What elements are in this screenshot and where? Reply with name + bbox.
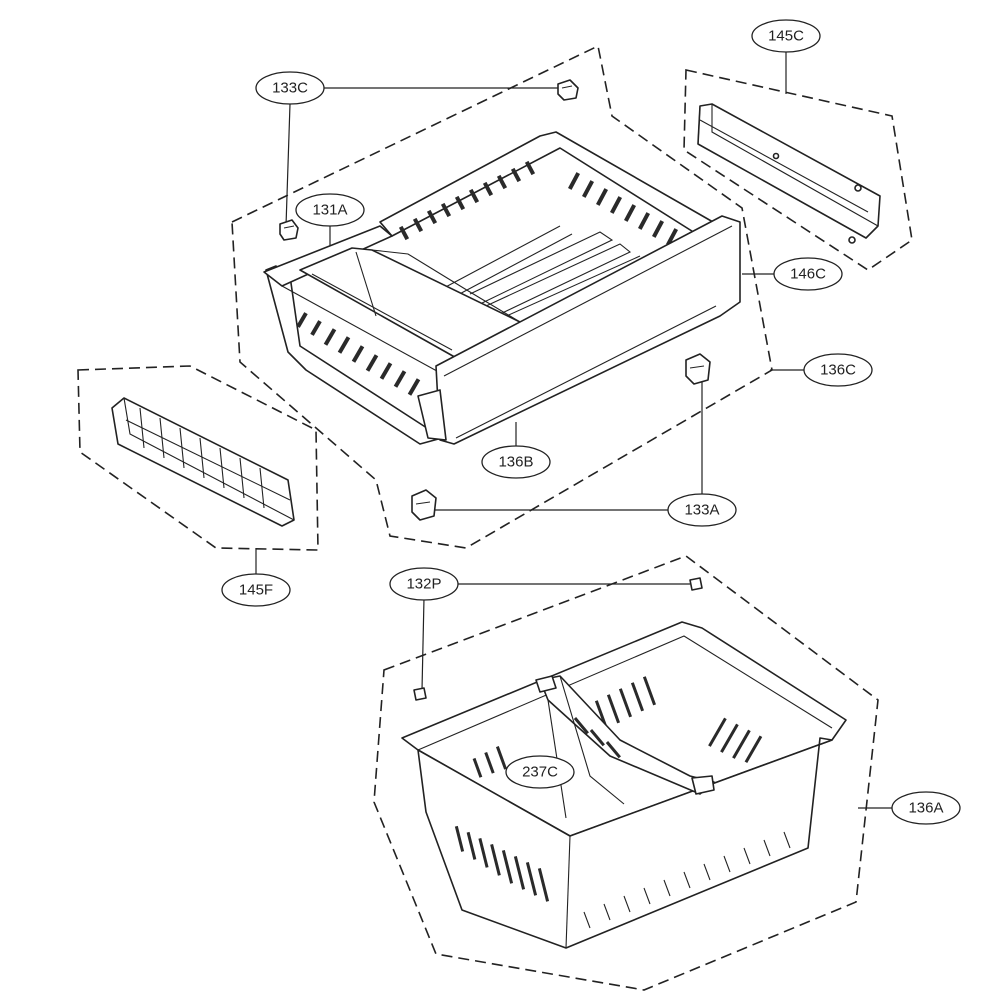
upper-drawer-136b [263, 131, 741, 445]
grille-assembly-outline [77, 365, 319, 551]
callout-label: 145F [239, 582, 273, 599]
lower-drawer-assembly-outline [373, 555, 879, 991]
clip-133c-left [279, 219, 299, 241]
callout-133a[interactable]: 133A [667, 493, 737, 527]
part-132p-left [413, 687, 427, 701]
front-face-146c [435, 215, 741, 445]
floor-ribs [439, 225, 641, 319]
part-132p-top [689, 577, 703, 591]
clip-133c-top [557, 79, 579, 101]
callout-label: 136B [498, 454, 533, 471]
callout-label: 133A [684, 502, 719, 519]
callout-136b[interactable]: 136B [481, 445, 551, 479]
callout-132p[interactable]: 132P [389, 567, 459, 601]
callout-label: 133C [272, 80, 308, 97]
callout-133c[interactable]: 133C [255, 71, 325, 105]
callout-136c[interactable]: 136C [803, 353, 873, 387]
callout-label: 146C [790, 266, 826, 283]
clip-133a-right [685, 353, 711, 385]
callout-145f[interactable]: 145F [221, 573, 291, 607]
callout-label: 136C [820, 362, 856, 379]
clip-133a-left [411, 489, 437, 521]
callout-145c[interactable]: 145C [751, 19, 821, 53]
divider-237c [535, 675, 715, 819]
callout-label: 131A [312, 202, 347, 219]
callout-label: 145C [768, 28, 804, 45]
callout-label: 237C [522, 764, 558, 781]
callout-131a[interactable]: 131A [295, 193, 365, 227]
callout-label: 132P [406, 576, 441, 593]
lower-drawer-136a [401, 621, 847, 949]
back-wall-slots [398, 160, 678, 246]
leader-lines [255, 52, 892, 809]
callout-136a[interactable]: 136A [891, 791, 961, 825]
callout-237c[interactable]: 237C [505, 755, 575, 789]
grille-bars [125, 407, 291, 509]
grille-145f [111, 397, 295, 527]
rail-145c [697, 103, 881, 244]
lower-front-slots [454, 825, 550, 902]
upper-drawer-assembly-outline [231, 44, 773, 549]
callout-label: 136A [908, 800, 943, 817]
left-wall-slots [296, 312, 421, 396]
callout-146c[interactable]: 146C [773, 257, 843, 291]
lower-bottom-ribs [583, 831, 791, 929]
rail-assembly-outline [683, 69, 913, 271]
lower-back-slots [472, 676, 763, 778]
